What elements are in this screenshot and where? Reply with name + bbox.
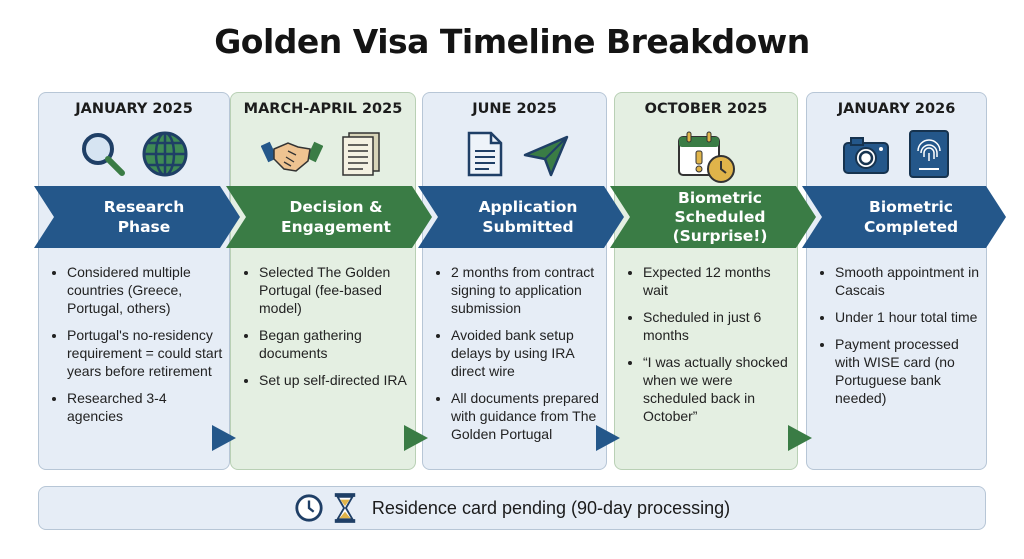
banner-line: Decision & xyxy=(289,198,383,216)
bullet: Portugal's no-residency requirement = co… xyxy=(67,326,223,380)
bullet: Under 1 hour total time xyxy=(835,308,980,326)
banner-line: Biometric xyxy=(869,198,953,216)
bullet: 2 months from contract signing to applic… xyxy=(451,263,600,317)
bullet: Considered multiple countries (Greece, P… xyxy=(67,263,223,317)
banner-line: (Surprise!) xyxy=(672,226,768,245)
stage-date: JUNE 2025 xyxy=(472,101,557,117)
handshake-icon xyxy=(261,141,323,172)
bullet: Smooth appointment in Cascais xyxy=(835,263,980,299)
bullet: Researched 3-4 agencies xyxy=(67,389,223,425)
banner-line: Research xyxy=(103,198,185,216)
send-icon xyxy=(523,135,568,177)
bullet: Began gathering documents xyxy=(259,326,409,362)
bullet: All documents prepared with guidance fro… xyxy=(451,389,600,443)
stage-card-biometric-completed: JANUARY 2026 Smooth appointment in Casca… xyxy=(806,92,987,470)
residence-card-status-bar: Residence card pending (90-day processin… xyxy=(38,486,986,530)
bullet: Selected The Golden Portugal (fee-based … xyxy=(259,263,409,317)
stage-card-research: JANUARY 2025 Considered multiple countri… xyxy=(38,92,230,470)
documents-icon xyxy=(342,132,380,176)
stage-banner-decision: Decision & Engagement xyxy=(226,186,432,248)
stage-date: OCTOBER 2025 xyxy=(644,101,768,117)
banner-line: Application xyxy=(478,198,578,216)
arrow-right-icon xyxy=(596,425,620,451)
stage-bullets: Considered multiple countries (Greece, P… xyxy=(49,263,223,434)
banner-line: Submitted xyxy=(482,218,574,236)
stage-date: JANUARY 2025 xyxy=(75,101,193,117)
stage-date: JANUARY 2026 xyxy=(837,101,956,117)
stage-card-biometric-scheduled: OCTOBER 2025 Expected 12 months wait Sch… xyxy=(614,92,798,470)
stage-bullets: Expected 12 months wait Scheduled in jus… xyxy=(625,263,791,434)
camera-icon xyxy=(842,137,889,174)
banner-line: Biometric xyxy=(678,188,762,207)
residence-card-status-text: Residence card pending (90-day processin… xyxy=(371,497,731,518)
stage-bullets: Smooth appointment in Cascais Under 1 ho… xyxy=(817,263,980,416)
banner-line: Completed xyxy=(863,218,959,236)
stage-bullets: 2 months from contract signing to applic… xyxy=(433,263,600,452)
globe-icon xyxy=(142,131,188,177)
bullet: Scheduled in just 6 months xyxy=(643,308,791,344)
hourglass-icon xyxy=(334,493,356,523)
document-icon xyxy=(467,131,502,177)
arrow-right-icon xyxy=(788,425,812,451)
clock-icon xyxy=(295,494,323,522)
page-title: Golden Visa Timeline Breakdown xyxy=(214,22,810,61)
bullet: Payment processed with WISE card (no Por… xyxy=(835,335,980,407)
bullet: Avoided bank setup delays by using IRA d… xyxy=(451,326,600,380)
bullet: Set up self-directed IRA xyxy=(259,371,409,389)
fingerprint-passport-icon xyxy=(908,130,949,178)
arrow-right-icon xyxy=(404,425,428,451)
stage-bullets: Selected The Golden Portugal (fee-based … xyxy=(241,263,409,398)
stage-card-application: JUNE 2025 2 months from contract signing… xyxy=(422,92,607,470)
magnifier-icon xyxy=(82,133,125,176)
bullet: Expected 12 months wait xyxy=(643,263,791,299)
stage-date: MARCH-APRIL 2025 xyxy=(243,101,403,117)
banner-line: Scheduled xyxy=(674,207,766,226)
arrow-right-icon xyxy=(212,425,236,451)
banner-line: Engagement xyxy=(281,218,391,236)
banner-line: Phase xyxy=(117,218,171,236)
stage-card-decision: MARCH-APRIL 2025 Selected The Golden Por… xyxy=(230,92,416,470)
bullet: “I was actually shocked when we were sch… xyxy=(643,353,791,425)
calendar-alert-icon xyxy=(678,131,735,183)
